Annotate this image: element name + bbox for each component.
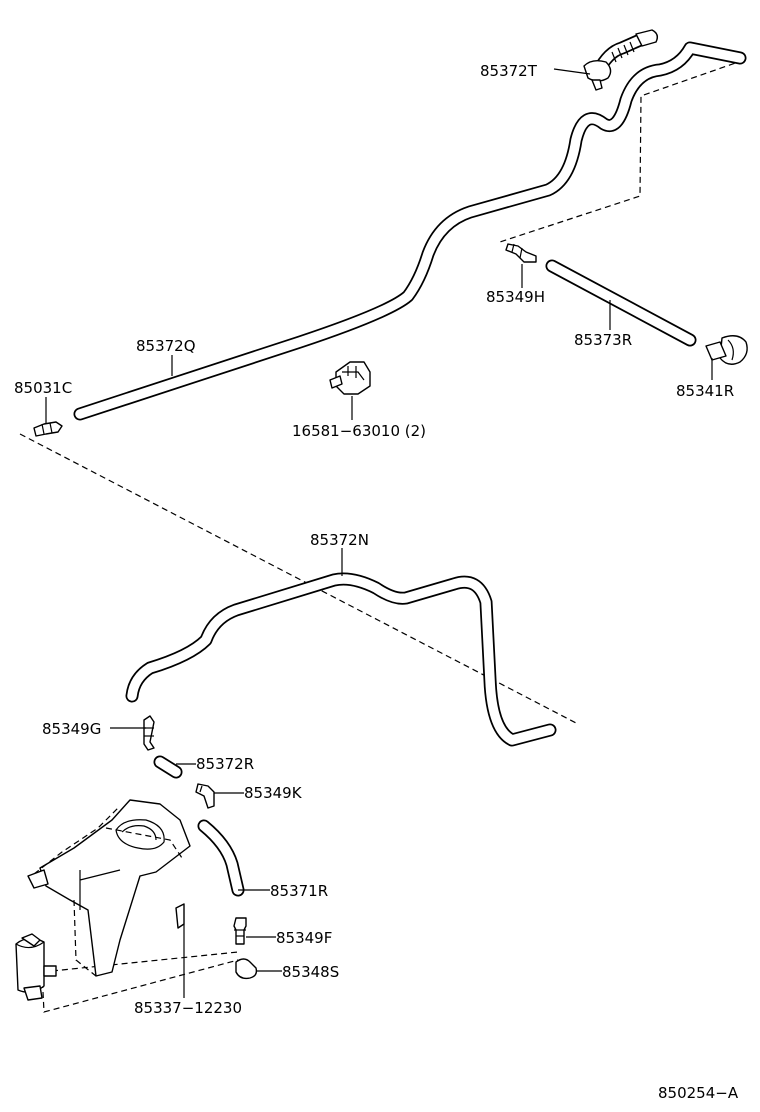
label-85349K: 85349K	[244, 784, 303, 802]
nozzle-85372T	[583, 29, 659, 91]
label-85341R: 85341R	[676, 382, 734, 400]
clamp-16581-63010	[329, 361, 371, 395]
hose-85372N	[125, 572, 557, 747]
label-85337-12230: 85337−12230	[134, 999, 242, 1017]
hose-85372R	[153, 755, 183, 779]
label-85348S: 85348S	[282, 963, 339, 981]
label-85349G: 85349G	[42, 720, 101, 738]
washer-pump	[15, 933, 57, 1001]
connector-85349F	[233, 917, 247, 945]
cap-85348S	[235, 958, 258, 980]
label-85372N: 85372N	[310, 531, 369, 549]
hose-85371R	[197, 819, 245, 897]
leader-lines	[45, 68, 713, 998]
label-85373R: 85373R	[574, 331, 632, 349]
connector-85349H	[505, 243, 537, 263]
diagram-id: 850254−A	[658, 1084, 739, 1102]
label-85372T: 85372T	[480, 62, 538, 80]
washer-tank	[27, 799, 191, 977]
connector-85031C	[33, 421, 63, 437]
hose-85372Q	[73, 41, 747, 421]
part-labels: 85372T 85349H 85373R 85341R 85372Q 85031…	[14, 62, 739, 1102]
label-85372R: 85372R	[196, 755, 254, 773]
label-85031C: 85031C	[14, 379, 72, 397]
label-85372Q: 85372Q	[136, 337, 196, 355]
label-85371R: 85371R	[270, 882, 328, 900]
label-85349F: 85349F	[276, 929, 332, 947]
hose-85373R	[545, 259, 697, 347]
connector-85349K	[195, 783, 215, 809]
label-16581-63010: 16581−63010 (2)	[292, 422, 426, 440]
nozzle-85341R	[705, 335, 748, 365]
connector-85349G	[143, 715, 155, 751]
label-85349H: 85349H	[486, 288, 545, 306]
